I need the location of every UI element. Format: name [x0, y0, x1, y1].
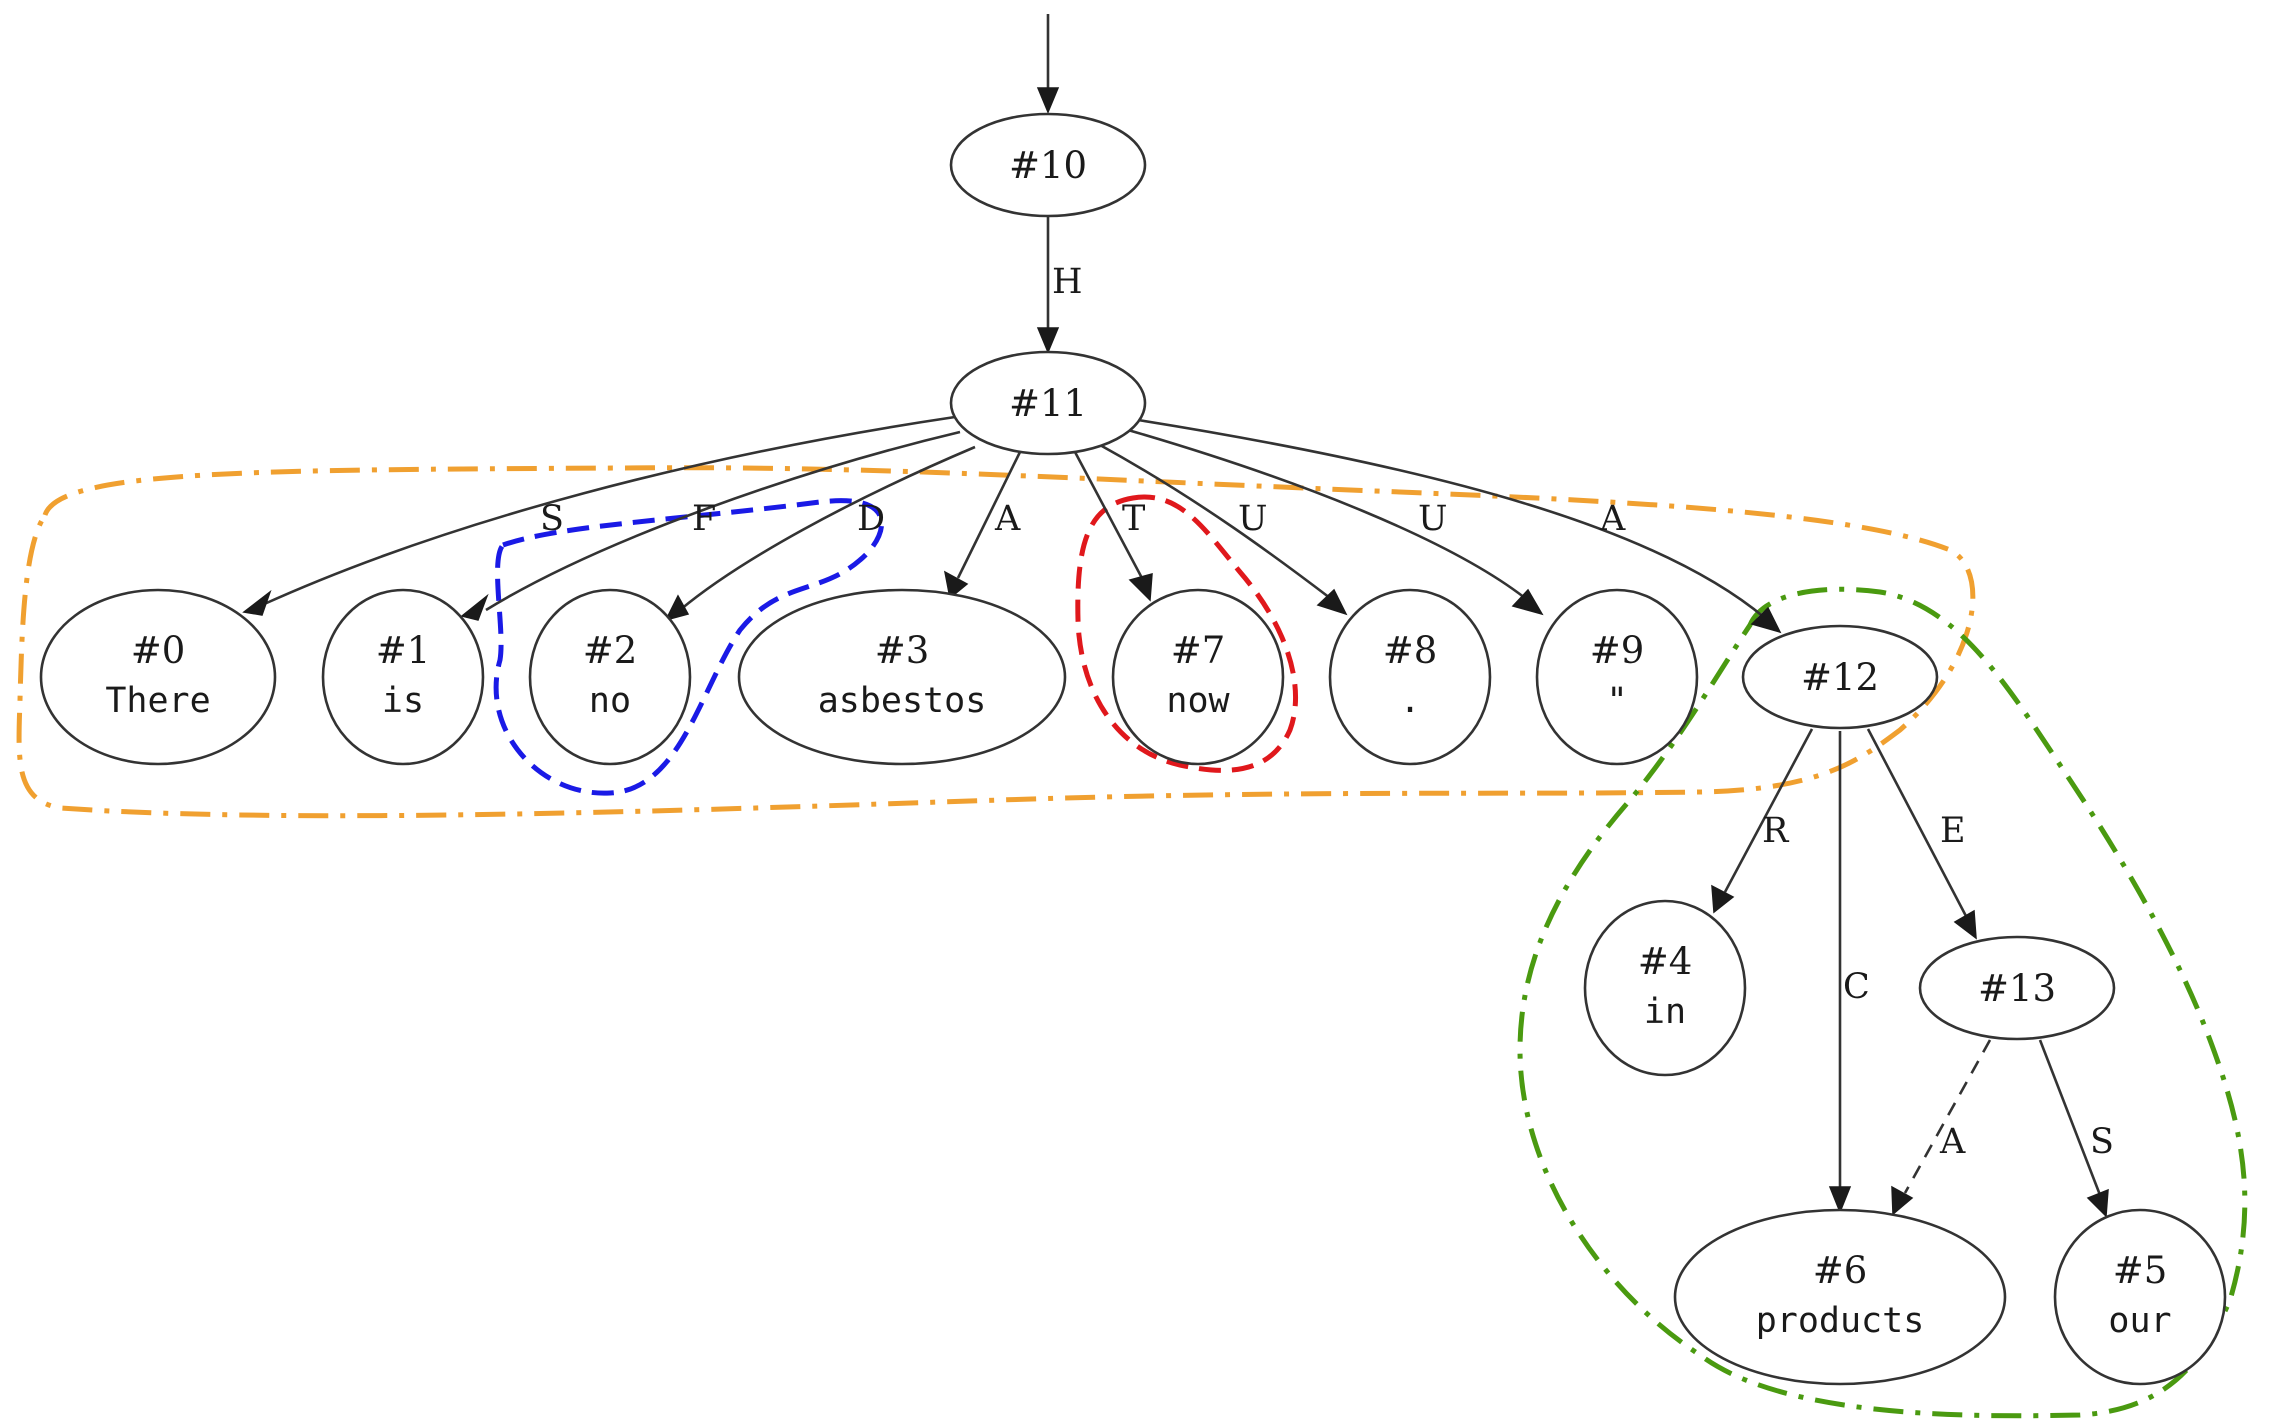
node-word-label: "	[1606, 681, 1627, 721]
node-1: #1 is	[321, 588, 485, 766]
node-7: #7 now	[1111, 588, 1285, 766]
edge-12-to-4	[1723, 728, 1814, 893]
edge-label-11-2: D	[857, 499, 885, 539]
arrowhead	[2086, 1188, 2109, 1218]
node-id-label: #13	[1978, 967, 2056, 1010]
node-ellipse	[528, 588, 692, 766]
edge-label-11-7: T	[1122, 499, 1145, 539]
edge-11-to-9	[1127, 428, 1526, 600]
node-word-label: now	[1166, 681, 1230, 721]
node-word-label: our	[2108, 1301, 2171, 1341]
node-ellipse	[949, 350, 1147, 456]
node-ellipse	[1328, 588, 1492, 766]
node-word-label: is	[382, 681, 424, 721]
node-id-label: #8	[1383, 629, 1438, 672]
node-ellipse	[949, 112, 1147, 218]
node-ellipse	[1918, 935, 2116, 1041]
node-id-label: #4	[1638, 940, 1693, 983]
node-0: #0 There	[39, 588, 277, 766]
group-hull-red	[1075, 494, 1298, 773]
arrowhead	[1711, 884, 1735, 914]
edge-label-11-1: F	[692, 499, 716, 539]
node-id-label: #2	[583, 629, 638, 672]
edge-label-13-5: S	[2090, 1122, 2114, 1162]
node-word-label: no	[589, 681, 631, 721]
edge-11-to-1	[485, 430, 961, 612]
node-ellipse	[1741, 624, 1939, 730]
node-ellipse	[737, 588, 1067, 766]
node-3: #3 asbestos	[737, 588, 1067, 766]
node-ellipse	[1535, 588, 1699, 766]
arrowhead	[1511, 588, 1544, 616]
node-id-label: #10	[1009, 144, 1087, 187]
node-2: #2 no	[528, 588, 692, 766]
arrowhead	[1036, 327, 1060, 354]
node-id-label: #11	[1009, 382, 1087, 425]
edge-13-to-6	[1903, 1039, 1992, 1194]
node-id-label: #0	[131, 629, 186, 672]
edge-11-to-0	[261, 415, 956, 607]
node-id-label: #3	[875, 629, 930, 672]
arrowhead	[1036, 87, 1060, 114]
edge-label-12-13: E	[1940, 811, 1966, 851]
node-word-label: There	[105, 681, 210, 721]
node-5: #5 our	[2053, 1208, 2227, 1386]
edge-label-11-9: U	[1418, 499, 1448, 539]
node-12: #12	[1741, 624, 1939, 730]
node-word-label: in	[1644, 992, 1686, 1032]
node-ellipse	[1583, 899, 1747, 1077]
node-word-label: products	[1756, 1301, 1925, 1341]
edges: H S F D A T U U A R	[242, 14, 2114, 1218]
group-hull-orange	[16, 465, 1976, 819]
arrowhead	[1891, 1185, 1914, 1216]
node-id-label: #7	[1171, 629, 1226, 672]
node-4: #4 in	[1583, 899, 1747, 1077]
node-9: #9 "	[1535, 588, 1699, 766]
node-ellipse	[39, 588, 277, 766]
group-hull-blue	[493, 498, 885, 796]
edge-label-10-11: H	[1052, 262, 1083, 302]
node-id-label: #1	[376, 629, 431, 672]
node-ellipse	[2053, 1208, 2227, 1386]
arrowhead	[1128, 572, 1153, 602]
node-id-label: #5	[2113, 1249, 2168, 1292]
node-13: #13	[1918, 935, 2116, 1041]
node-6: #6 products	[1673, 1208, 2007, 1386]
group-hull-green	[1517, 586, 2248, 1419]
arrowhead	[1828, 1186, 1852, 1215]
arrowhead	[1750, 606, 1782, 634]
edge-label-12-4: R	[1762, 811, 1790, 851]
arrowhead	[460, 593, 489, 621]
node-11: #11	[949, 350, 1147, 456]
edge-11-to-3	[956, 451, 1022, 579]
node-ellipse	[1673, 1208, 2007, 1386]
node-8: #8 .	[1328, 588, 1492, 766]
edge-11-to-2	[679, 445, 976, 611]
node-id-label: #12	[1801, 656, 1879, 699]
node-10: #10	[949, 112, 1147, 218]
arrowhead	[1953, 909, 1977, 940]
edge-13-to-5	[2038, 1039, 2102, 1196]
edge-11-to-8	[1099, 443, 1331, 600]
arrowhead	[242, 589, 272, 616]
arrowhead	[664, 594, 690, 622]
edge-11-to-12	[1137, 418, 1766, 619]
edge-label-13-6: A	[1939, 1122, 1966, 1162]
edge-label-11-3: A	[994, 499, 1021, 539]
node-word-label: .	[1399, 681, 1420, 721]
arrowhead	[1316, 588, 1348, 616]
edge-label-12-6: C	[1843, 967, 1870, 1007]
node-ellipse	[1111, 588, 1285, 766]
edge-11-to-7	[1073, 451, 1145, 581]
edge-12-to-13	[1866, 728, 1969, 919]
node-id-label: #9	[1590, 629, 1645, 672]
node-word-label: asbestos	[818, 681, 987, 721]
node-ellipse	[321, 588, 485, 766]
edge-label-11-12: A	[1599, 499, 1626, 539]
edge-label-11-8: U	[1238, 499, 1268, 539]
node-id-label: #6	[1813, 1249, 1868, 1292]
edge-label-11-0: S	[540, 499, 564, 539]
arrowhead	[943, 570, 969, 600]
